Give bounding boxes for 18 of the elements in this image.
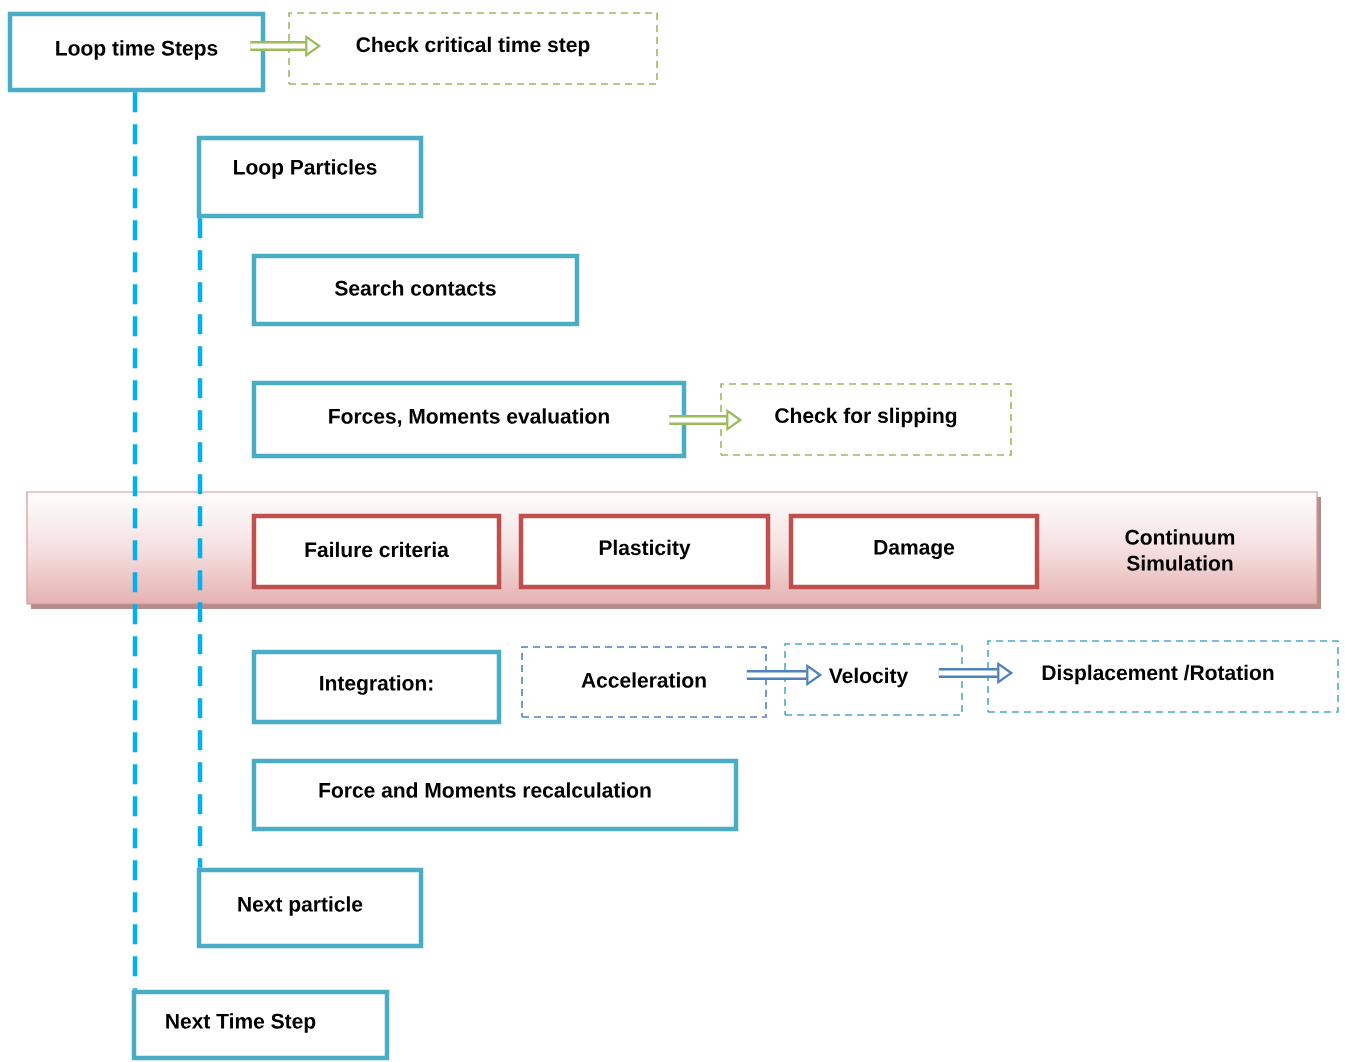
process-box: Integration: (251, 649, 502, 725)
process-box: Force and Moments recalculation (251, 758, 739, 832)
dashed-box: Check for slipping (720, 383, 1012, 456)
dashed-box: Acceleration (521, 646, 767, 718)
process-box: Search contacts (251, 253, 580, 327)
process-box: Loop Particles (196, 135, 424, 219)
dashed-box: Displacement /Rotation (987, 640, 1339, 713)
dashed-box: Velocity (784, 643, 963, 716)
process-box: Damage (788, 513, 1040, 590)
dashed-line (132, 92, 138, 990)
dashed-line (197, 218, 203, 868)
process-box: Plasticity (518, 513, 771, 590)
process-box: Next particle (196, 867, 424, 949)
dashed-box: Check critical time step (288, 12, 658, 85)
process-box: Next Time Step (131, 989, 390, 1061)
process-box: Failure criteria (251, 513, 502, 590)
process-box: Forces, Moments evaluation (251, 380, 687, 459)
process-box: Loop time Steps (7, 11, 266, 93)
